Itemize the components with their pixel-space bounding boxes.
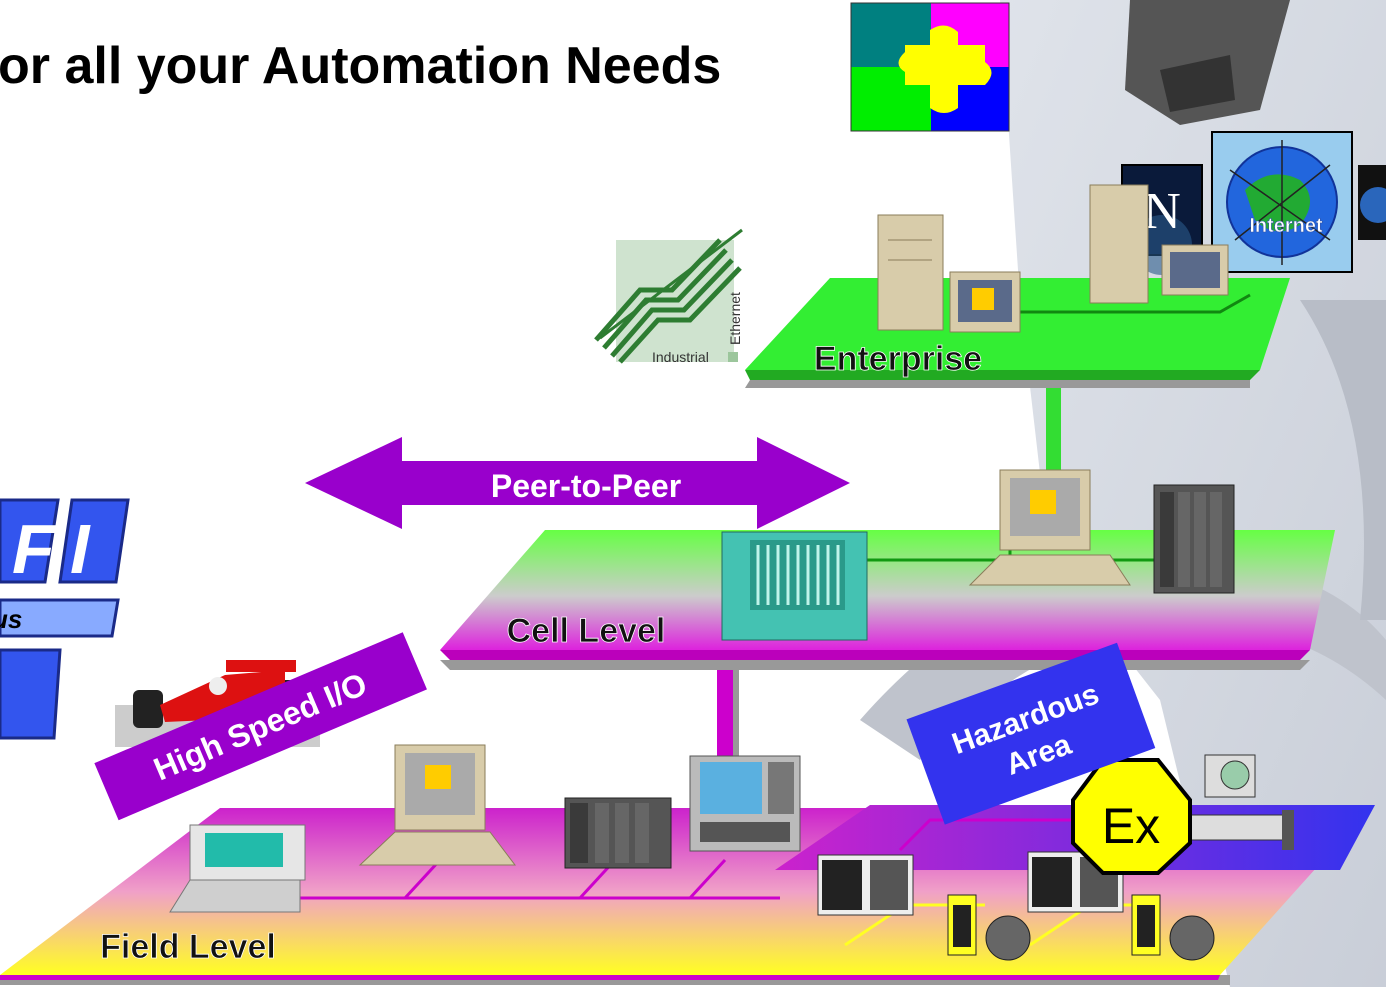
globe-icon-partial xyxy=(1358,165,1386,240)
peer-to-peer-arrow xyxy=(305,437,850,529)
enterprise-label: Enterprise xyxy=(814,340,982,378)
ethernet-logo-word1: Industrial xyxy=(652,349,709,365)
enterprise-pc-icon xyxy=(949,271,1021,333)
ethernet-logo-word2: Ethernet xyxy=(727,292,743,345)
enterprise-server-icon xyxy=(877,214,944,331)
ex-hazard-icon xyxy=(1071,758,1192,875)
enterprise-cell-link xyxy=(1046,375,1061,490)
field-pc-icon xyxy=(358,744,517,866)
drive-motor-icon-2 xyxy=(1131,894,1215,961)
asi-letter1: F xyxy=(12,510,57,588)
industrial-ethernet-logo xyxy=(594,228,743,364)
io-module-icon-1 xyxy=(817,854,914,916)
cell-field-link xyxy=(717,660,733,765)
ex-symbol-label: Ex xyxy=(1102,798,1160,854)
as-interface-logo xyxy=(0,498,130,740)
enterprise-pc-icon-2 xyxy=(1161,244,1229,296)
enterprise-server-icon-2 xyxy=(1089,184,1149,304)
asi-letter2: I xyxy=(70,510,91,588)
netscape-letter: N xyxy=(1143,183,1181,240)
internet-globe-icon xyxy=(1211,131,1353,273)
puzzle-logo-icon xyxy=(850,2,1010,132)
field-terminal-pc-icon xyxy=(169,824,306,913)
cell-rack-controller-icon xyxy=(721,531,868,641)
io-module-icon-2 xyxy=(1027,851,1124,913)
field-level-label: Field Level xyxy=(100,928,276,966)
field-plc-icon xyxy=(564,797,672,869)
cell-plc-icon xyxy=(1153,484,1235,594)
hazardous-area-banner: Hazardous Area xyxy=(906,642,1156,825)
peer-to-peer-label: Peer-to-Peer xyxy=(491,468,681,504)
operator-panel-icon xyxy=(689,755,801,852)
drive-motor-icon-1 xyxy=(947,894,1031,961)
page-title: or all your Automation Needs xyxy=(0,37,722,95)
flow-transmitter-icon xyxy=(1189,754,1294,850)
asi-word: us xyxy=(0,604,22,634)
cell-level-label: Cell Level xyxy=(507,612,666,650)
cell-pc-icon xyxy=(968,469,1131,586)
internet-label: Internet xyxy=(1249,215,1323,237)
